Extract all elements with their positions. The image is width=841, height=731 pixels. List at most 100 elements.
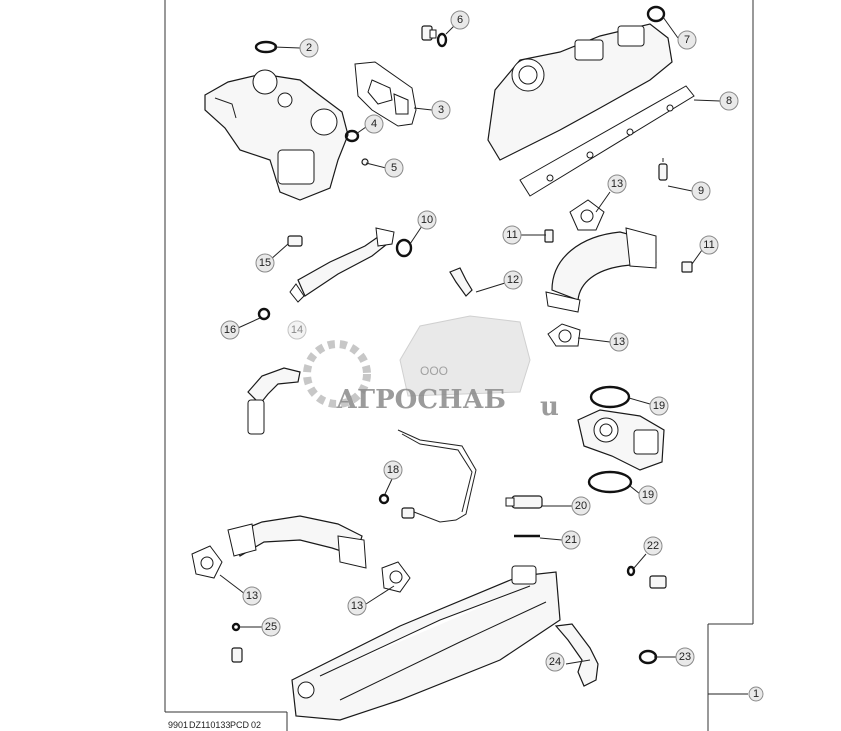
callout-7: 7 [677, 30, 697, 50]
o-ring [646, 5, 666, 23]
callout-11b: 11 [699, 235, 719, 255]
flange-gasket [547, 323, 581, 347]
callout-13b: 13 [609, 332, 629, 352]
seal-ring [344, 129, 360, 143]
footer-drawing-id: DZ110133 [189, 720, 230, 730]
svg-text:21: 21 [565, 534, 577, 546]
svg-text:11: 11 [703, 239, 714, 251]
screw [361, 158, 369, 166]
callout-22: 22 [643, 536, 663, 556]
callout-20: 20 [571, 496, 591, 516]
flange-gasket [381, 561, 411, 593]
footer-sheet: 02 [251, 720, 261, 730]
plug [421, 25, 437, 41]
callout-6: 6 [450, 10, 470, 30]
sensor [231, 622, 243, 663]
watermark-company-prefix: ООО [420, 364, 448, 378]
svg-text:19: 19 [653, 400, 665, 412]
egr-cooler [291, 565, 561, 721]
svg-text:9: 9 [698, 185, 704, 197]
svg-text:13: 13 [613, 336, 625, 348]
svg-text:13: 13 [611, 178, 623, 190]
svg-text:22: 22 [647, 540, 659, 552]
callout-12: 12 [503, 270, 523, 290]
egr-pipe [289, 227, 395, 303]
pressure-sensor [626, 565, 667, 589]
callout-10: 10 [417, 210, 437, 230]
bolt [681, 261, 693, 273]
callout-14: 14 [287, 320, 307, 340]
callout-3: 3 [431, 100, 451, 120]
svg-text:6: 6 [457, 14, 463, 26]
sensor [658, 158, 668, 181]
callout-13c: 13 [242, 586, 262, 606]
svg-text:12: 12 [507, 274, 519, 286]
bolt [544, 229, 554, 243]
callout-25: 25 [261, 617, 281, 637]
intake-manifold [487, 23, 673, 161]
svg-text:18: 18 [387, 464, 399, 476]
callout-15: 15 [255, 253, 275, 273]
callout-19a: 19 [649, 396, 669, 416]
svg-text:13: 13 [246, 590, 258, 602]
temperature-sensor [505, 495, 543, 509]
callout-24: 24 [545, 652, 565, 672]
callout-16: 16 [220, 320, 240, 340]
watermark [303, 315, 531, 408]
callout-11a: 11 [502, 225, 522, 245]
fitting [401, 507, 415, 519]
svg-text:10: 10 [421, 214, 433, 226]
svg-text:25: 25 [265, 621, 277, 633]
o-ring [638, 649, 658, 665]
callout-5: 5 [384, 158, 404, 178]
footer-part-code: 9901 [168, 720, 188, 730]
svg-text:20: 20 [575, 500, 587, 512]
svg-text:24: 24 [549, 656, 561, 668]
svg-text:5: 5 [391, 162, 397, 174]
coolant-hose [554, 623, 599, 687]
callout-4: 4 [364, 114, 384, 134]
svg-text:8: 8 [726, 95, 732, 107]
callout-13d: 13 [347, 596, 367, 616]
watermark-gear-icon [303, 340, 371, 408]
o-ring [436, 32, 448, 48]
drawing-frame [164, 0, 754, 731]
svg-text:13: 13 [351, 600, 363, 612]
fitting [287, 235, 303, 247]
svg-text:4: 4 [371, 118, 377, 130]
svg-text:23: 23 [679, 651, 691, 663]
svg-text:14: 14 [291, 324, 303, 336]
svg-text:7: 7 [684, 34, 690, 46]
o-ring [395, 238, 413, 258]
watermark-suffix: u [540, 392, 559, 422]
callout-19b: 19 [638, 485, 658, 505]
thin-tube [397, 429, 477, 523]
flex-pipe [545, 227, 657, 313]
footer-drawing-type: PCD [230, 720, 250, 730]
callout-9: 9 [691, 181, 711, 201]
callout-13a: 13 [607, 174, 627, 194]
svg-text:15: 15 [259, 257, 271, 269]
callout-2: 2 [299, 38, 319, 58]
svg-text:16: 16 [224, 324, 236, 336]
callout-21: 21 [561, 530, 581, 550]
callout-23: 23 [675, 647, 695, 667]
o-ring [254, 40, 278, 54]
flange-gasket [569, 199, 605, 231]
svg-text:1: 1 [753, 688, 759, 700]
gasket [354, 61, 417, 127]
coolant-pipe [247, 367, 301, 435]
manifold-gasket [519, 85, 695, 197]
seal-ring [257, 307, 271, 321]
o-ring [589, 385, 631, 409]
watermark-tractor-icon [399, 315, 531, 397]
throttle-valve [577, 409, 665, 471]
egr-cooler-pipe [227, 515, 367, 569]
svg-text:2: 2 [306, 42, 312, 54]
svg-text:3: 3 [438, 104, 444, 116]
elbow-fitting [449, 267, 473, 297]
callout-leaders [219, 16, 748, 695]
egr-valve-housing [204, 69, 349, 201]
o-ring [587, 470, 633, 494]
